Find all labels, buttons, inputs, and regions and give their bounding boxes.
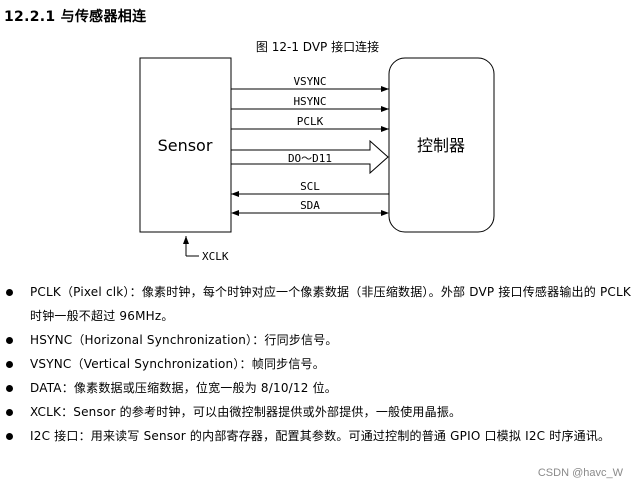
sda-arrow-right	[381, 210, 389, 216]
signal-vsync: VSYNC	[293, 75, 326, 88]
xclk-label: XCLK	[202, 250, 229, 263]
sda-arrow-left	[231, 210, 239, 216]
list-item: I2C 接口：用来读写 Sensor 的内部寄存器，配置其参数。可通过控制的普通…	[0, 424, 635, 448]
signal-scl: SCL	[300, 180, 320, 193]
list-item: PCLK（Pixel clk）：像素时钟，每个时钟对应一个像素数据（非压缩数据）…	[0, 280, 635, 328]
bullet-icon	[6, 385, 13, 392]
signal-data: DO～D11	[288, 152, 332, 165]
list-item: VSYNC（Vertical Synchronization）：帧同步信号。	[0, 352, 635, 376]
signal-sda: SDA	[300, 199, 320, 212]
bullet-icon	[6, 433, 13, 440]
bullet-icon	[6, 361, 13, 368]
signal-description-list: PCLK（Pixel clk）：像素时钟，每个时钟对应一个像素数据（非压缩数据）…	[0, 280, 635, 448]
controller-box	[388, 57, 495, 233]
section-heading: 12.2.1 与传感器相连	[4, 9, 147, 25]
signal-hsync: HSYNC	[293, 95, 326, 108]
list-item: HSYNC（Horizonal Synchronization）：行同步信号。	[0, 328, 635, 352]
watermark: CSDN @havc_W	[537, 467, 623, 479]
sensor-box	[139, 57, 232, 233]
dvp-connection-diagram: Sensor 控制器 VSYNC HSYNC PCLK DO～D11 SCL S…	[139, 57, 495, 263]
list-item: XCLK：Sensor 的参考时钟，可以由微控制器提供或外部提供，一般使用晶振。	[0, 400, 635, 424]
data-bus-arrow	[231, 139, 389, 175]
controller-label: 控制器	[417, 136, 465, 155]
bullet-icon	[6, 337, 13, 344]
figure-caption: 图 12-1 DVP 接口连接	[255, 40, 380, 54]
signal-pclk: PCLK	[297, 115, 324, 128]
bullet-icon	[6, 409, 13, 416]
bullet-icon	[6, 289, 13, 296]
sensor-label: Sensor	[158, 136, 213, 155]
list-item: DATA：像素数据或压缩数据，位宽一般为 8/10/12 位。	[0, 376, 635, 400]
